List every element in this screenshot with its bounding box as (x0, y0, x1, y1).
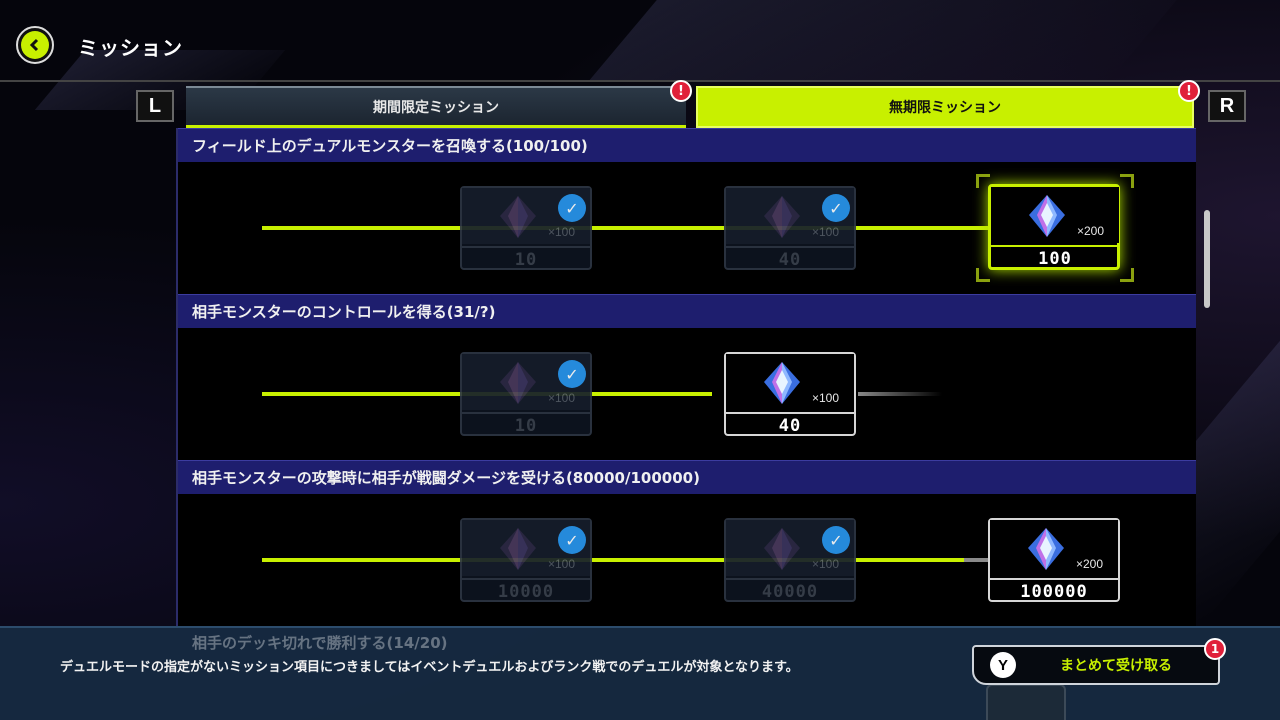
gem-icon (1028, 528, 1064, 570)
reward-quantity: ×100 (812, 557, 840, 571)
progress-line-remaining (964, 558, 990, 562)
mission-progress-track: ✓ ×100 10 ✓ ×100 40 (178, 162, 1196, 294)
reward-card[interactable]: ✓ ×100 10000 (460, 518, 592, 602)
reward-threshold: 10000 (462, 578, 590, 602)
claim-count-badge: 1 (1204, 638, 1226, 660)
next-mission-title: 相手のデッキ切れで勝利する(14/20) (192, 634, 448, 652)
reward-slot: ✓ ×100 (462, 354, 590, 410)
reward-slot: ✓ ×100 (726, 188, 854, 244)
r-shoulder-button[interactable]: R (1208, 90, 1246, 122)
reward-threshold: 40000 (726, 578, 854, 602)
selection-corner (976, 174, 990, 188)
reward-slot: ✓ ×100 (462, 188, 590, 244)
reward-threshold: 40 (726, 412, 854, 436)
tab-alert-badge: ! (670, 80, 692, 102)
tab-label: 無期限ミッション (889, 100, 1001, 116)
reward-quantity: ×100 (548, 225, 576, 239)
progress-line (262, 226, 988, 230)
reward-slot: ×200 (991, 187, 1119, 243)
checkmark-icon: ✓ (822, 194, 850, 222)
y-button-icon: Y (990, 652, 1016, 678)
progress-line (262, 558, 964, 562)
claim-all-button[interactable]: Y まとめて受け取る (972, 645, 1220, 685)
tab-limited-missions[interactable]: 期間限定ミッション (186, 86, 686, 128)
checkmark-icon: ✓ (558, 194, 586, 222)
reward-threshold: 10 (462, 412, 590, 436)
checkmark-icon: ✓ (822, 526, 850, 554)
gem-icon (500, 362, 536, 404)
reward-threshold: 40 (726, 246, 854, 270)
l-shoulder-button[interactable]: L (136, 90, 174, 122)
reward-card[interactable]: ×100 40 (724, 352, 856, 436)
reward-slot: ✓ ×100 (726, 520, 854, 576)
tab-label: 期間限定ミッション (373, 99, 499, 116)
reward-threshold: 10 (462, 246, 590, 270)
header-bar: ミッション (0, 0, 1280, 82)
reward-quantity: ×100 (812, 225, 840, 239)
reward-quantity: ×200 (1076, 557, 1104, 571)
mission-list[interactable]: フィールド上のデュアルモンスターを召喚する(100/100) ✓ ×100 10 (176, 128, 1196, 628)
mission-item: フィールド上のデュアルモンスターを召喚する(100/100) ✓ ×100 10 (178, 128, 1196, 294)
back-button[interactable] (16, 26, 54, 64)
gem-icon (1029, 195, 1065, 237)
scrollbar-thumb[interactable] (1204, 210, 1210, 308)
tab-permanent-missions[interactable]: 無期限ミッション (696, 86, 1194, 128)
gem-icon (500, 528, 536, 570)
tab-alert-badge: ! (1178, 80, 1200, 102)
checkmark-icon: ✓ (558, 360, 586, 388)
progress-line-remaining (858, 392, 942, 396)
scrollbar[interactable] (1202, 128, 1212, 618)
gem-icon (500, 196, 536, 238)
reward-quantity: ×100 (548, 391, 576, 405)
reward-threshold: 100000 (990, 578, 1118, 602)
selection-corner (976, 268, 990, 282)
mission-progress-track: ✓ ×100 10000 ✓ ×100 40000 (178, 494, 1196, 626)
reward-quantity: ×100 (812, 391, 840, 405)
card-icon (986, 684, 1066, 720)
reward-threshold: 100 (991, 245, 1119, 269)
gem-icon (764, 196, 800, 238)
mission-item: 相手モンスターのコントロールを得る(31/?) ✓ ×100 10 (178, 294, 1196, 460)
mission-title: フィールド上のデュアルモンスターを召喚する(100/100) (178, 128, 1196, 162)
reward-quantity: ×100 (548, 557, 576, 571)
reward-quantity: ×200 (1077, 224, 1105, 238)
selection-corner (1120, 174, 1134, 188)
reward-card[interactable]: ×200 100000 (988, 518, 1120, 602)
selection-corner (1120, 268, 1134, 282)
gem-icon (764, 362, 800, 404)
checkmark-icon: ✓ (558, 526, 586, 554)
claim-all-label: まとめて受け取る (1060, 658, 1172, 674)
reward-slot: ✓ ×100 (462, 520, 590, 576)
reward-card[interactable]: ✓ ×100 10 (460, 352, 592, 436)
page-title: ミッション (78, 36, 183, 60)
reward-card[interactable]: ✓ ×100 10 (460, 186, 592, 270)
mission-title: 相手モンスターのコントロールを得る(31/?) (178, 294, 1196, 328)
chevron-left-icon (21, 31, 49, 59)
reward-slot: ×100 (726, 354, 854, 410)
footer-note: デュエルモードの指定がないミッション項目につきましてはイベントデュエルおよびラン… (60, 660, 799, 675)
mission-item: 相手モンスターの攻撃時に相手が戦闘ダメージを受ける(80000/100000) … (178, 460, 1196, 626)
reward-slot: ×200 (990, 520, 1118, 576)
gem-icon (764, 528, 800, 570)
mission-title: 相手モンスターの攻撃時に相手が戦闘ダメージを受ける(80000/100000) (178, 460, 1196, 494)
reward-card[interactable]: ✓ ×100 40 (724, 186, 856, 270)
reward-card[interactable]: ×200 100 (988, 184, 1120, 270)
mission-progress-track: ✓ ×100 10 ×100 40 (178, 328, 1196, 460)
reward-card[interactable]: ✓ ×100 40000 (724, 518, 856, 602)
